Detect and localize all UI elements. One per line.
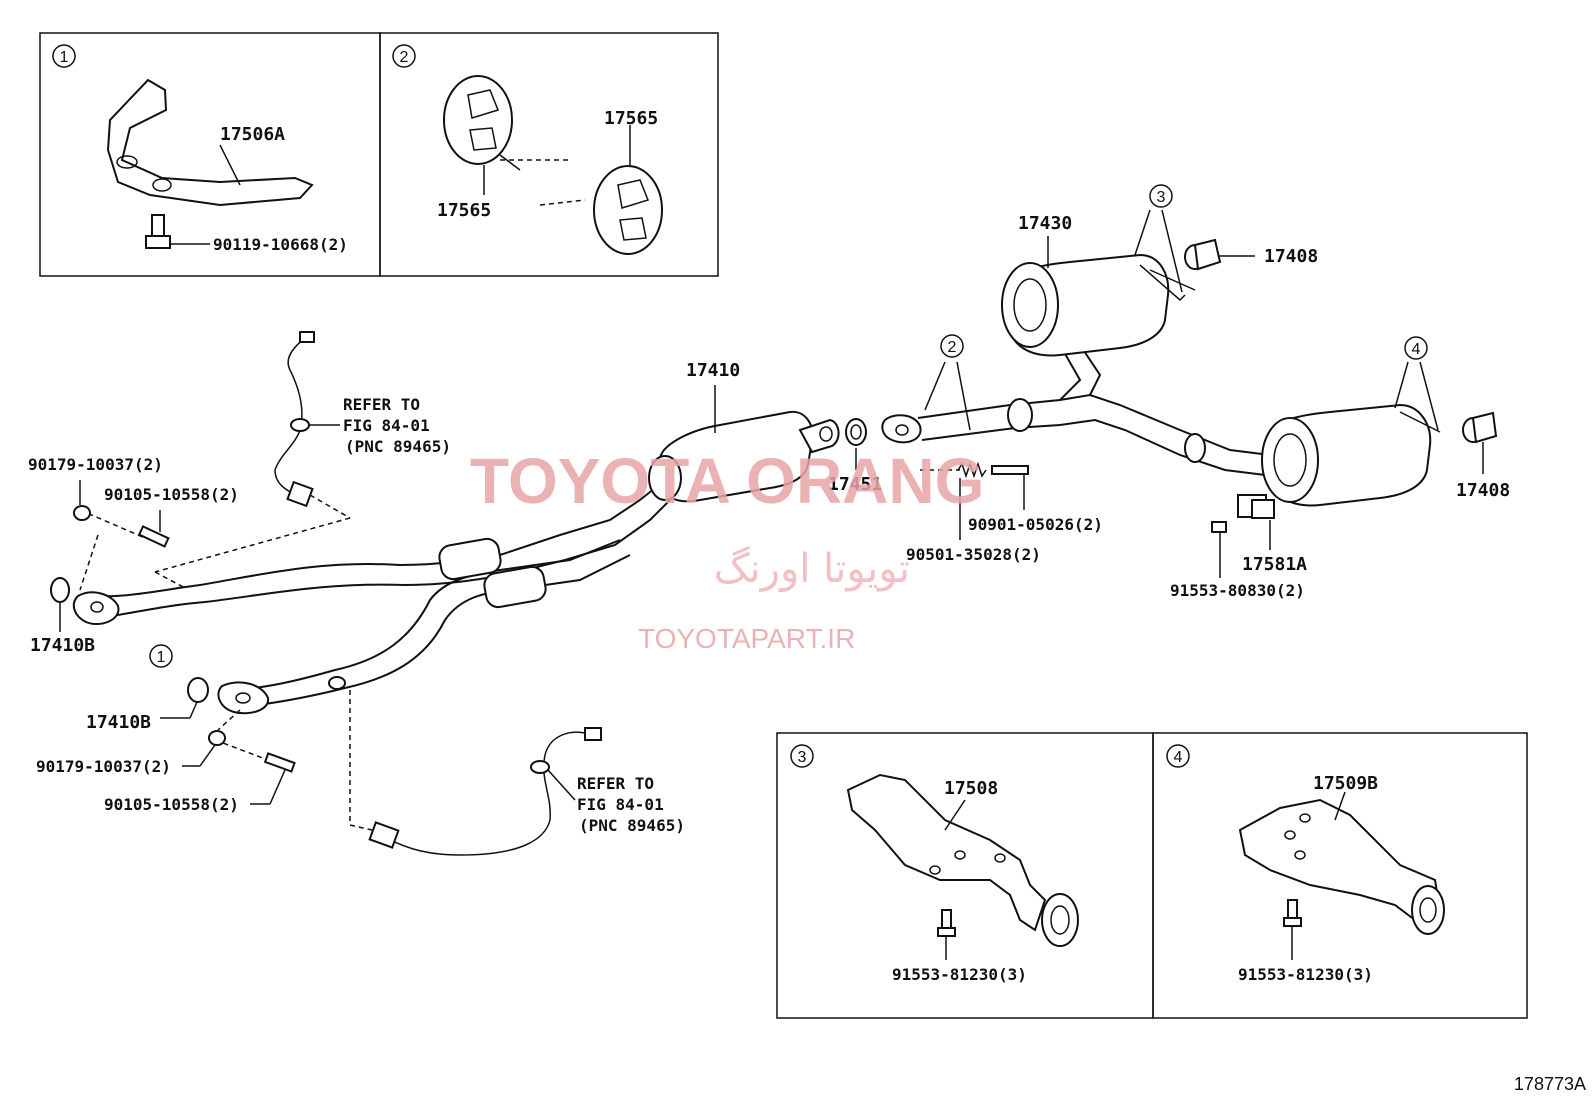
label-17451: 17451	[828, 474, 882, 495]
refer-to-lower-3: (PNC 89465)	[579, 816, 685, 835]
label-91553-80830: 91553-80830(2)	[1170, 581, 1305, 600]
callout-1-main: 1	[157, 649, 166, 666]
catalytic-converter-upper	[438, 537, 502, 581]
callout-2-main: 2	[948, 339, 957, 356]
label-90901-05026: 90901-05026(2)	[968, 515, 1103, 534]
refer-to-lower-1: REFER TO	[577, 774, 654, 793]
bolt-91553-80830	[1211, 521, 1227, 533]
o2-sensor-upper	[274, 331, 315, 508]
bolt-90105-upper	[137, 525, 170, 548]
gasket-17410b-lower	[187, 677, 209, 703]
catalytic-converter-lower	[483, 565, 547, 609]
muffler-right	[1261, 403, 1441, 507]
label-91553-81230-a: 91553-81230(3)	[892, 965, 1027, 984]
label-17581a: 17581A	[1242, 554, 1307, 575]
label-17430: 17430	[1018, 213, 1072, 234]
label-17565-top: 17565	[604, 108, 658, 129]
label-17506a: 17506A	[220, 124, 285, 145]
hanger-rubber-17565-right	[593, 165, 663, 255]
watermark-persian: تویوتا اورنگ	[714, 546, 910, 592]
label-17408-right: 17408	[1456, 480, 1510, 501]
bracket-17508	[846, 773, 1047, 932]
refer-to-upper-1: REFER TO	[343, 395, 420, 414]
refer-to-upper-3: (PNC 89465)	[345, 437, 451, 456]
nut-90179-upper	[73, 505, 91, 521]
callout-4-main: 4	[1412, 341, 1421, 358]
callout-3-inset: 3	[798, 749, 807, 766]
label-17410b-lower: 17410B	[86, 712, 151, 733]
label-90501-35028: 90501-35028(2)	[906, 545, 1041, 564]
watermark-url: TOYOTAPART.IR	[638, 623, 855, 654]
hanger-rubber-17565-left	[443, 75, 513, 165]
label-17565-left: 17565	[437, 200, 491, 221]
label-90105-10558-upper: 90105-10558(2)	[104, 485, 239, 504]
front-pipe-assembly	[72, 479, 676, 715]
spring-90501	[957, 461, 987, 479]
flange-lower	[217, 681, 270, 715]
label-17408-top: 17408	[1264, 246, 1318, 267]
nut-90179-lower	[208, 730, 226, 746]
label-90105-10558-lower: 90105-10558(2)	[104, 795, 239, 814]
inset-panel-4: 4 17509B 91553-81230(3)	[1152, 732, 1528, 1019]
label-17410b-upper: 17410B	[30, 635, 95, 656]
label-90179-10037-lower: 90179-10037(2)	[36, 757, 171, 776]
label-17509b: 17509B	[1313, 773, 1378, 794]
refer-to-upper-2: FIG 84-01	[343, 416, 430, 435]
callout-3-main: 3	[1157, 189, 1166, 206]
bolt-90901	[991, 465, 1029, 475]
muffler-17430	[1001, 253, 1196, 357]
flange-upper	[72, 591, 120, 625]
gasket-17451	[845, 418, 867, 446]
label-17508: 17508	[944, 778, 998, 799]
center-muffler-17410	[648, 410, 840, 503]
callout-4-inset: 4	[1174, 749, 1183, 766]
bracket-17506a	[106, 78, 314, 207]
label-17410: 17410	[686, 360, 740, 381]
gasket-17410b-upper	[50, 577, 70, 603]
inset-panel-3: 3 17508 91553-81230(3)	[776, 732, 1154, 1019]
o2-sensor-lower	[368, 727, 602, 856]
callout-1: 1	[60, 49, 69, 66]
bolt-90105-lower	[263, 752, 296, 773]
callout-2: 2	[400, 49, 409, 66]
inset-panel-1: 1 17506A 90119-10668(2)	[39, 32, 381, 277]
bracket-17509b	[1238, 798, 1442, 922]
refer-to-lower-2: FIG 84-01	[577, 795, 664, 814]
label-91553-81230-b: 91553-81230(3)	[1238, 965, 1373, 984]
label-90179-10037-upper: 90179-10037(2)	[28, 455, 163, 474]
label-90119-10668: 90119-10668(2)	[213, 235, 348, 254]
figure-id: 178773A	[1514, 1074, 1586, 1094]
inset-panel-2: 2 17565 17565	[379, 32, 719, 277]
watermark-brand: TOYOTA ORANG	[470, 445, 984, 517]
